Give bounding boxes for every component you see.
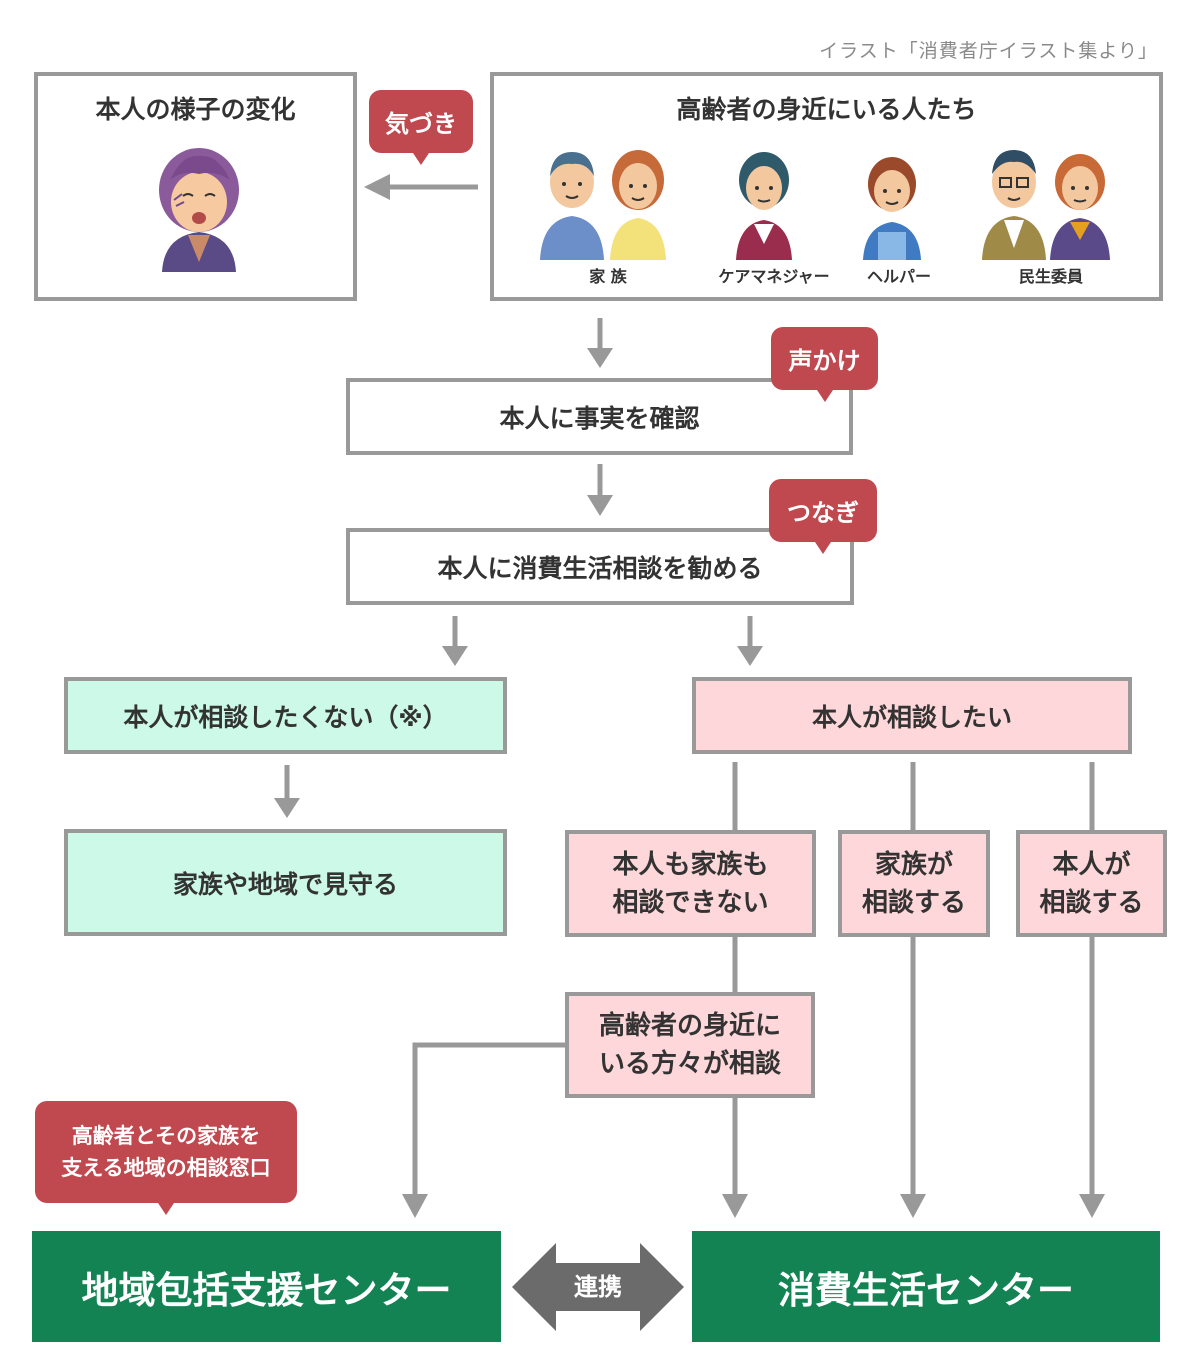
person-label-family: 家 族 [589,267,627,286]
regional-support-bubble-line1: 高齢者とその家族を [71,1124,261,1148]
connect-bubble-label: つなぎ [787,499,859,527]
want-consult-label: 本人が相談したい [811,702,1012,732]
people-illustrations [540,150,1110,260]
self-consults-box: 本人が 相談する [1016,830,1167,937]
watch-over-label: 家族や地域で見守る [172,869,398,899]
close-people-consult-line1: 高齢者の身近に [598,1011,781,1041]
call-out-bubble: 声かけ [771,327,878,402]
recommend-consultation-label: 本人に消費生活相談を勧める [437,553,763,583]
neither-can-consult-box: 本人も家族も 相談できない [565,830,816,937]
family-consults-line2: 相談する [861,887,966,918]
regional-support-center: 地域包括支援センター [32,1231,501,1342]
family-consults-line1: 家族が [874,849,953,880]
watch-over-box: 家族や地域で見守る [64,829,507,936]
illustration-credit: イラスト「消費者庁イラスト集より」 [819,40,1158,62]
confirm-facts-label: 本人に事実を確認 [499,403,700,433]
no-consult-box: 本人が相談したくない（※） [64,677,507,754]
close-people-consult-box: 高齢者の身近に いる方々が相談 [565,992,815,1098]
people-box: 高齢者の身近にいる人たち [490,72,1163,301]
family-consults-box: 家族が 相談する [838,830,990,937]
self-consults-line1: 本人が [1052,849,1131,880]
self-consults-line2: 相談する [1039,887,1144,918]
people-box-title: 高齢者の身近にいる人たち [676,95,977,124]
notice-bubble-label: 気づき [385,110,457,138]
consumer-affairs-center-label: 消費生活センター [778,1268,1074,1312]
neither-can-consult-line2: 相談できない [612,887,769,918]
regional-support-bubble-line2: 支える地域の相談窓口 [61,1156,271,1180]
recommend-consultation-box: 本人に消費生活相談を勧める [346,528,854,605]
connect-bubble: つなぎ [769,479,877,554]
welfare-volunteer-woman-figure [1050,154,1110,260]
link-label: 連携 [574,1273,622,1301]
change-box-title: 本人の様子の変化 [95,95,296,124]
no-consult-label: 本人が相談したくない（※） [123,702,448,732]
helper-figure [863,157,921,260]
close-people-consult-line2: いる方々が相談 [598,1049,781,1079]
care-manager-figure [736,152,792,260]
notice-bubble: 気づき [369,90,473,165]
call-out-bubble-label: 声かけ [788,347,861,375]
elderly-woman-illustration [159,148,239,272]
regional-support-center-label: 地域包括支援センター [81,1268,452,1312]
family-woman-figure [610,150,666,260]
person-label-welfare-volunteer: 民生委員 [1018,267,1083,286]
consumer-affairs-center: 消費生活センター [692,1231,1160,1342]
welfare-volunteer-man-figure [982,150,1046,260]
want-consult-box: 本人が相談したい [692,677,1132,754]
family-man-figure [540,152,604,260]
regional-support-bubble: 高齢者とその家族を 支える地域の相談窓口 [35,1101,297,1215]
neither-can-consult-line1: 本人も家族も [612,849,769,880]
person-label-helper: ヘルパー [866,267,931,286]
link-double-arrow [512,1243,684,1331]
person-label-care-manager: ケアマネジャー [718,267,830,286]
confirm-facts-box: 本人に事実を確認 [346,378,853,455]
